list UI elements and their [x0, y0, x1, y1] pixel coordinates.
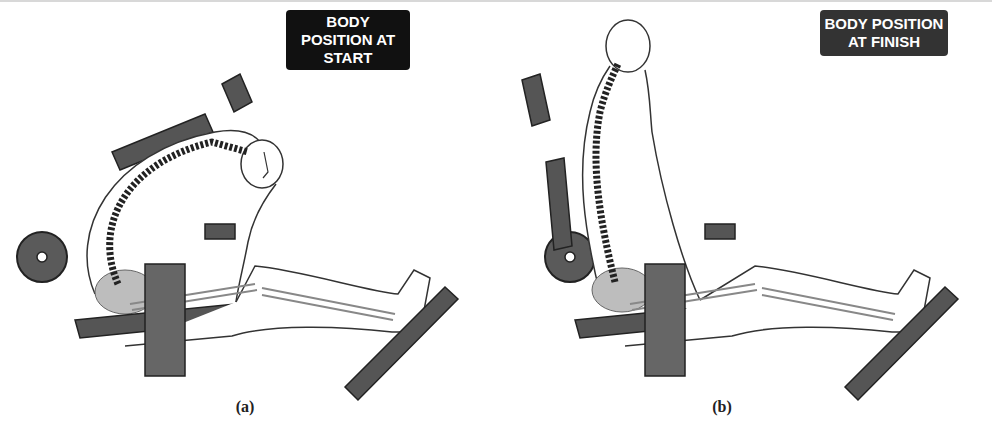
lower-body-finish	[575, 224, 958, 400]
roller-axle	[565, 252, 575, 262]
spine	[596, 64, 618, 282]
position-label: BODY POSITION AT START	[286, 10, 410, 70]
thigh-pad	[145, 264, 185, 376]
foot-plate	[845, 287, 958, 400]
spine	[110, 142, 248, 284]
foot-plate	[345, 287, 458, 400]
back-outline	[583, 66, 610, 294]
knee-pad	[205, 224, 235, 239]
knee-pad	[705, 224, 735, 239]
head-outline	[606, 20, 650, 72]
panel-letter: (b)	[712, 398, 732, 416]
ear-outline	[263, 152, 268, 178]
back-pad	[546, 158, 572, 250]
caption-box: BODY POSITION AT START	[286, 10, 410, 70]
tibia-bone	[762, 288, 895, 320]
roller-axle	[37, 252, 47, 262]
upper-back-pad	[222, 74, 252, 112]
thigh-pad	[645, 264, 685, 376]
roller-pad	[17, 232, 67, 282]
caption-box: BODY POSITION AT FINISH	[820, 10, 948, 56]
panel-letter: (a)	[236, 398, 255, 416]
pelvis-bone	[592, 268, 652, 312]
upper-back-pad	[522, 74, 550, 126]
lower-body-start	[75, 224, 458, 400]
position-label: BODY POSITION AT FINISH	[820, 12, 948, 54]
head-outline	[241, 140, 283, 188]
tibia-bone	[262, 288, 395, 320]
